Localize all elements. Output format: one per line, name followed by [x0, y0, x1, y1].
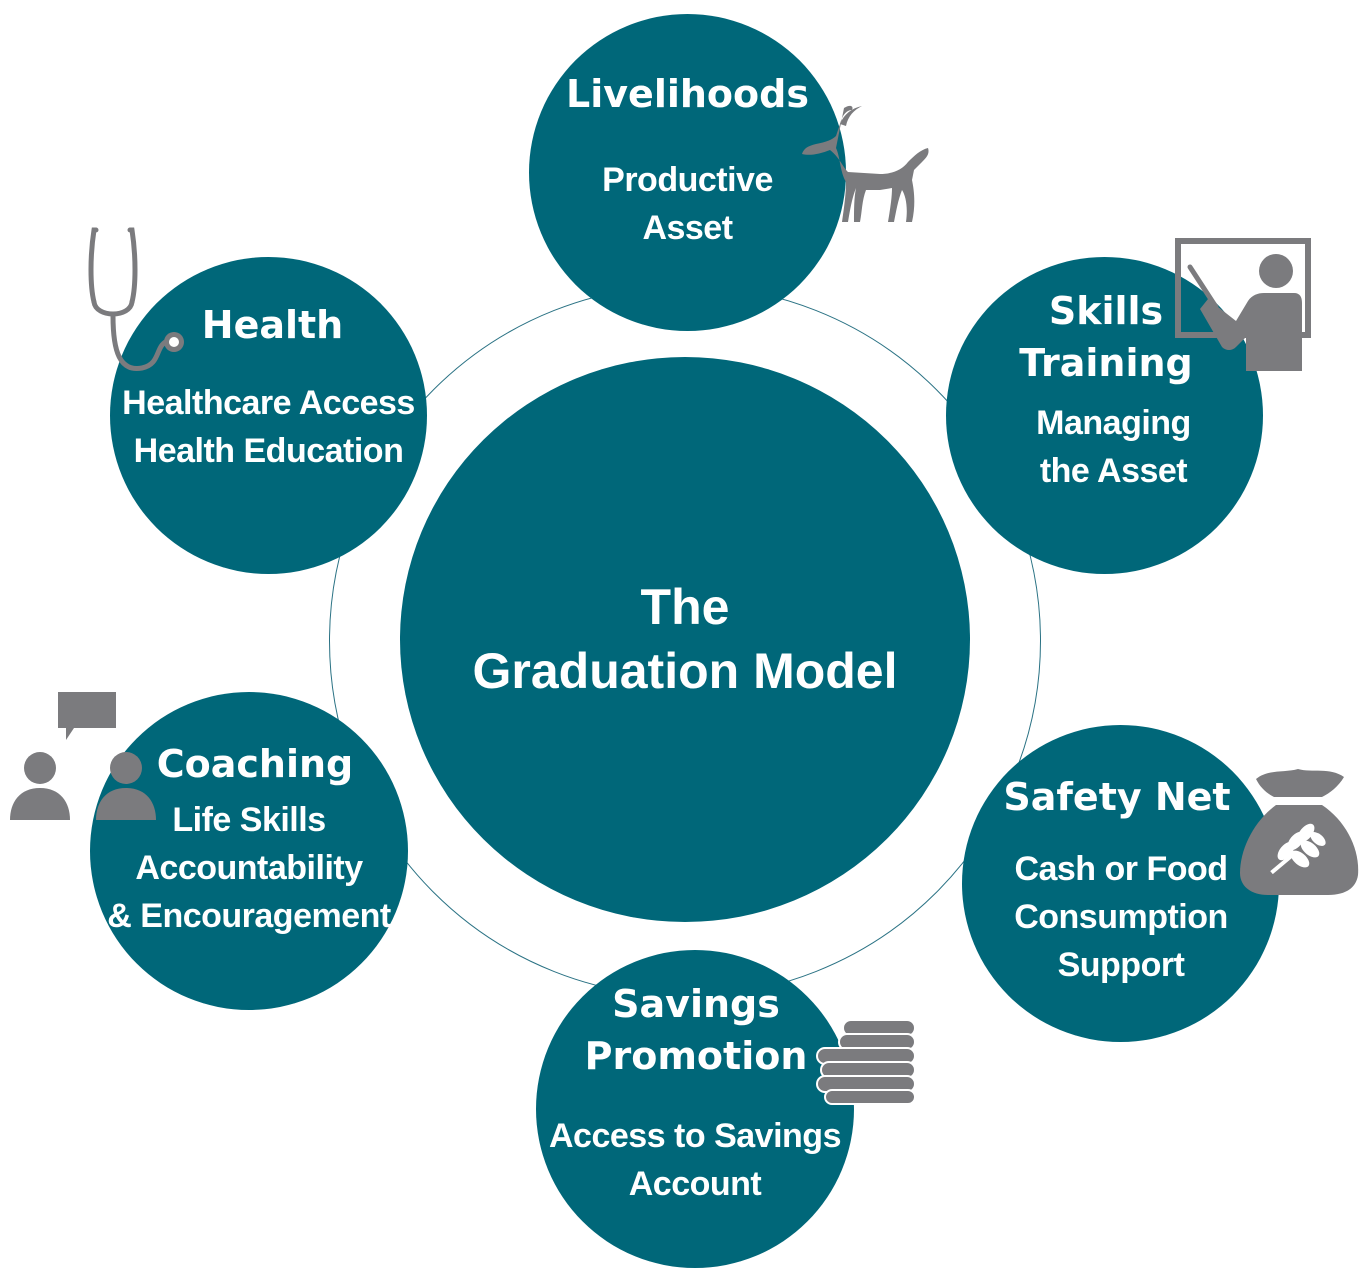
skills-training-title: Skills Training — [1016, 285, 1196, 389]
savings-promotion-subtitle-line-1: Access to Savings — [549, 1117, 841, 1155]
grain-sack-icon — [1240, 769, 1359, 895]
livelihoods-subtitle: Productive Asset — [529, 156, 846, 252]
savings-promotion-title: Savings Promotion — [536, 978, 856, 1082]
teacher-board-icon — [1175, 238, 1311, 371]
livelihoods-subtitle-line-1: Productive — [602, 161, 773, 199]
livelihoods-subtitle-line-2: Asset — [642, 209, 733, 247]
safety-net-subtitle-line-3: Support — [1057, 946, 1185, 984]
skills-training-subtitle-line-2: the Asset — [1039, 452, 1188, 490]
coaching-circle: Coaching Life Skills Accountability & En… — [90, 692, 408, 1010]
health-title-line: Health — [201, 303, 344, 347]
savings-promotion-circle: Savings Promotion Access to Savings Acco… — [536, 950, 854, 1268]
coaching-subtitle: Life Skills Accountability & Encourageme… — [90, 796, 408, 940]
savings-promotion-title-line-2: Promotion — [584, 1034, 808, 1078]
health-subtitle-line-1: Healthcare Access — [122, 384, 415, 422]
conversation-people-icon — [10, 692, 156, 820]
livelihoods-title: Livelihoods — [529, 68, 846, 120]
skills-training-title-line-1: Skills — [1048, 289, 1164, 333]
center-title: The Graduation Model — [400, 575, 970, 703]
skills-training-title-line-2: Training — [1019, 341, 1193, 385]
savings-promotion-title-line-1: Savings — [612, 982, 780, 1026]
skills-training-subtitle: Managing the Asset — [1026, 399, 1201, 495]
coaching-subtitle-line-2: Accountability — [135, 849, 363, 887]
stethoscope-icon — [88, 227, 184, 371]
health-subtitle-line-2: Health Education — [133, 432, 404, 470]
health-subtitle: Healthcare Access Health Education — [110, 379, 427, 475]
coaching-subtitle-line-3: & Encouragement — [107, 897, 391, 935]
health-title: Health — [170, 299, 375, 351]
skills-training-subtitle-line-1: Managing — [1036, 404, 1191, 442]
center-title-line-1: The — [640, 579, 730, 635]
safety-net-subtitle: Cash or Food Consumption Support — [962, 845, 1280, 989]
safety-net-circle: Safety Net Cash or Food Consumption Supp… — [962, 725, 1279, 1042]
savings-promotion-subtitle: Access to Savings Account — [536, 1112, 854, 1208]
skills-training-circle: Skills Training Managing the Asset — [946, 257, 1263, 574]
safety-net-title: Safety Net — [962, 771, 1272, 823]
coin-stack-icon — [816, 1019, 916, 1105]
center-circle: The Graduation Model — [400, 357, 970, 922]
safety-net-title-line: Safety Net — [1003, 775, 1231, 819]
livelihoods-title-line: Livelihoods — [566, 72, 809, 116]
coaching-title: Coaching — [150, 738, 360, 790]
health-circle: Health Healthcare Access Health Educatio… — [110, 257, 427, 574]
safety-net-subtitle-line-2: Consumption — [1014, 898, 1228, 936]
goat-icon — [802, 105, 929, 222]
coaching-title-line: Coaching — [156, 742, 354, 786]
coaching-subtitle-line-1: Life Skills — [172, 801, 326, 839]
safety-net-subtitle-line-1: Cash or Food — [1014, 850, 1228, 888]
center-title-line-2: Graduation Model — [472, 643, 898, 699]
livelihoods-circle: Livelihoods Productive Asset — [529, 14, 846, 331]
savings-promotion-subtitle-line-2: Account — [628, 1165, 762, 1203]
